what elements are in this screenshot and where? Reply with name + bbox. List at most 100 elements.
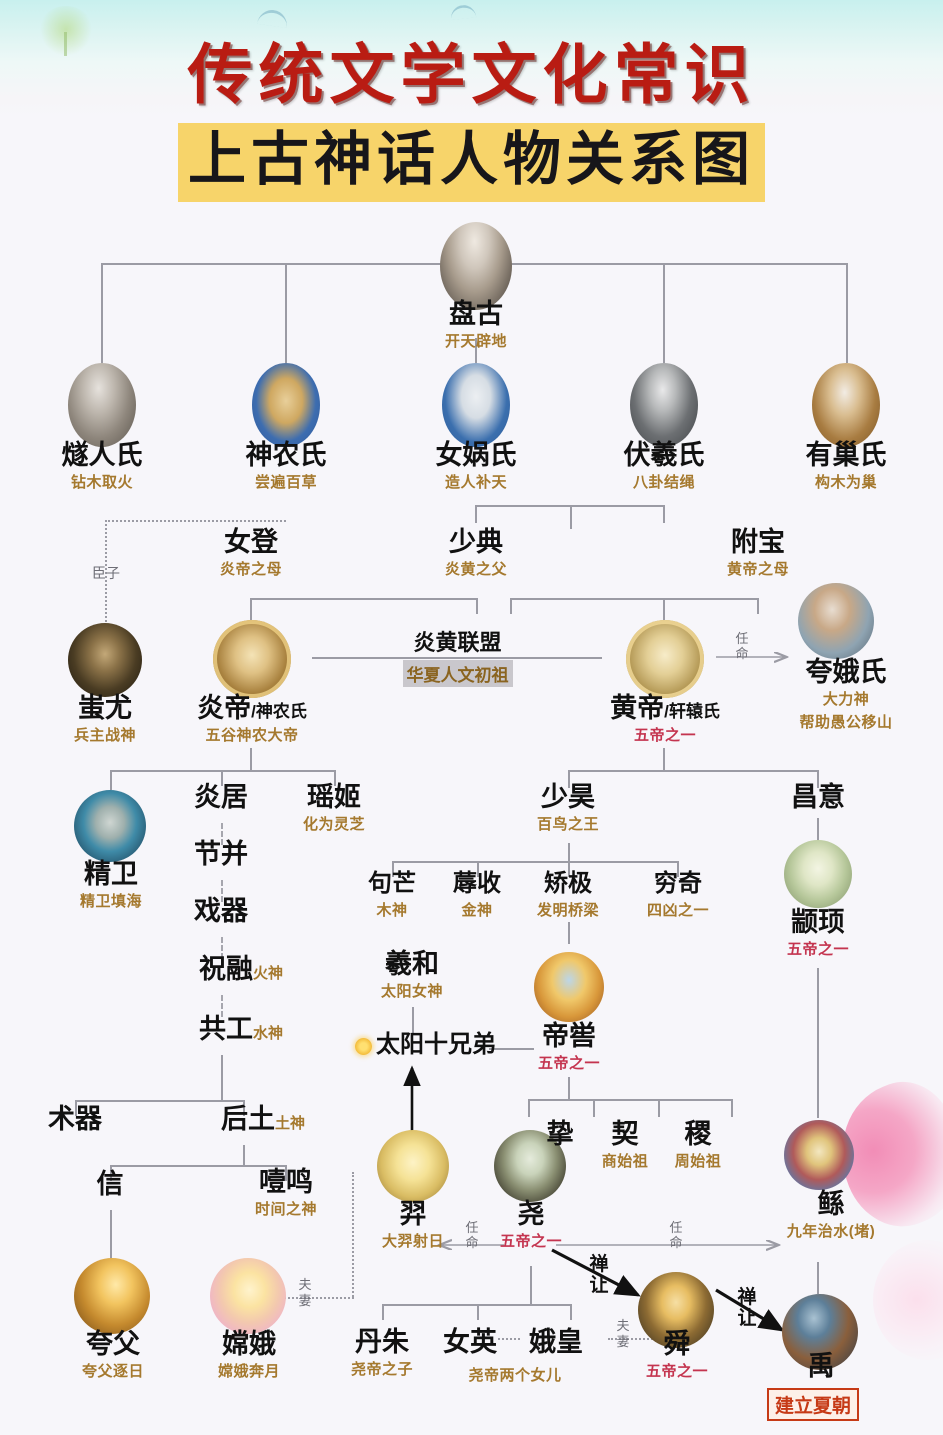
- node-fuxi[interactable]: 伏羲氏 八卦结绳: [593, 441, 735, 492]
- node-rushou[interactable]: 蓐收 金神: [425, 872, 529, 920]
- node-jiebing[interactable]: 节并: [151, 840, 291, 868]
- connector: [568, 1077, 570, 1099]
- connector: [570, 1304, 572, 1320]
- node-name: 帝喾: [542, 1021, 596, 1051]
- portrait-zhuanxu: [784, 840, 852, 908]
- connector: [285, 263, 287, 363]
- node-subtitle: 化为灵芝: [302, 816, 365, 834]
- connector: [475, 338, 477, 363]
- node-subtitle: 五帝之一: [633, 727, 696, 745]
- node-nuying[interactable]: 女英: [432, 1328, 508, 1356]
- node-pangu[interactable]: 盘古 开天辟地: [405, 300, 547, 351]
- node-ji[interactable]: 稷 周始祖: [666, 1120, 730, 1171]
- node-subtitle: 五帝之一: [786, 941, 849, 959]
- node-diku[interactable]: 帝喾 五帝之一: [498, 1022, 640, 1073]
- node-ten-suns[interactable]: 太阳十兄弟: [376, 1033, 496, 1058]
- node-zhurong[interactable]: 祝融火神: [151, 955, 331, 983]
- node-name: 女登: [224, 527, 278, 557]
- node-goumang[interactable]: 句芒 木神: [340, 872, 444, 920]
- node-change[interactable]: 嫦娥 嫦娥奔月: [178, 1330, 320, 1381]
- node-nudeng[interactable]: 女登 炎帝之母: [180, 528, 322, 579]
- node-yu[interactable]: 禹: [750, 1352, 892, 1380]
- edge-label-couple-change: 夫 妻: [298, 1277, 312, 1308]
- node-shuqi[interactable]: 术器: [5, 1105, 145, 1133]
- node-alias: /轩辕氏: [664, 702, 720, 721]
- node-yaoji[interactable]: 瑶姬 化为灵芝: [263, 783, 405, 834]
- page-title-sub-wrap: 上古神话人物关系图: [0, 110, 943, 202]
- node-subtitle: 四凶之一: [646, 901, 709, 919]
- node-kuae[interactable]: 夸娥氏 大力神 帮助愚公移山: [766, 658, 926, 732]
- node-name: 祝融: [198, 954, 253, 984]
- node-youchao[interactable]: 有巢氏 构木为巢: [775, 441, 917, 492]
- node-shaodian[interactable]: 少典 炎黄之父: [405, 528, 547, 579]
- connector: [243, 1145, 245, 1165]
- node-subtitle: 大力神: [822, 691, 870, 709]
- node-subtitle: 尧帝两个女儿: [468, 1367, 562, 1384]
- node-shun[interactable]: 舜 五帝之一: [606, 1330, 748, 1381]
- edge-label-appoint-gun: 任 命: [669, 1220, 683, 1250]
- node-yeming[interactable]: 噎鸣 时间之神: [215, 1168, 357, 1219]
- portrait-gun: [784, 1120, 854, 1190]
- portrait-fuxi: [630, 363, 698, 447]
- portrait-shennong: [252, 363, 320, 447]
- node-subtitle: 五帝之一: [645, 1363, 708, 1381]
- connector: [530, 1266, 532, 1304]
- edge-label-couple-shun: 夫 妻: [616, 1318, 630, 1349]
- node-yandi[interactable]: 炎帝/神农氏 五谷神农大帝: [182, 694, 322, 745]
- connector-dotted: [105, 520, 107, 630]
- node-xin[interactable]: 信: [40, 1170, 180, 1198]
- alliance-label-top: 炎黄联盟: [413, 630, 502, 655]
- node-name: 句芒: [368, 871, 416, 897]
- node-yao[interactable]: 尧 五帝之一: [460, 1200, 602, 1251]
- node-name: 蓐收: [453, 871, 501, 897]
- portrait-huangdi: [626, 620, 704, 698]
- portrait-suiren: [68, 363, 136, 447]
- connector: [101, 263, 103, 363]
- node-name: 女英: [443, 1327, 497, 1357]
- node-yi[interactable]: 羿 大羿射日: [342, 1200, 484, 1251]
- node-subtitle: 九年治水(堵): [786, 1223, 876, 1241]
- node-huangdi[interactable]: 黄帝/轩辕氏 五帝之一: [595, 694, 735, 745]
- node-shaohao[interactable]: 少昊 百鸟之王: [497, 783, 639, 834]
- node-shennong[interactable]: 神农氏 尝遍百草: [215, 441, 357, 492]
- node-name: 嫦娥: [222, 1329, 276, 1359]
- alliance-label: 炎黄联盟 华夏人文初祖: [365, 625, 550, 687]
- connector-dotted: [105, 520, 286, 522]
- node-houtu[interactable]: 后土土神: [173, 1105, 353, 1133]
- node-kuafu[interactable]: 夸父 夸父逐日: [42, 1330, 184, 1381]
- node-chiyou[interactable]: 蚩尤 兵主战神: [34, 694, 176, 745]
- node-zhuanxu[interactable]: 颛顼 五帝之一: [747, 908, 889, 959]
- node-fubao[interactable]: 附宝 黄帝之母: [687, 528, 829, 579]
- node-jingwei[interactable]: 精卫 精卫填海: [40, 860, 182, 911]
- node-xie[interactable]: 契 商始祖: [593, 1120, 657, 1171]
- node-changyi[interactable]: 昌意: [747, 783, 889, 811]
- node-xiqi[interactable]: 戏器: [151, 897, 291, 925]
- node-danzhu[interactable]: 丹朱 尧帝之子: [330, 1328, 434, 1379]
- node-name: 黄帝: [610, 693, 665, 723]
- node-subtitle: 五谷神农大帝: [205, 727, 299, 745]
- node-subtitle: 嫦娥奔月: [217, 1363, 280, 1381]
- portrait-kuafu: [74, 1258, 150, 1334]
- node-name: 娥皇: [529, 1327, 583, 1357]
- node-yanju[interactable]: 炎居: [151, 783, 291, 811]
- node-suiren[interactable]: 燧人氏 钻木取火: [31, 441, 173, 492]
- portrait-jingwei: [74, 790, 146, 862]
- node-gonggong[interactable]: 共工水神: [151, 1015, 331, 1043]
- node-jiaoji[interactable]: 矫极 发明桥梁: [512, 872, 624, 920]
- page-title-main: 传统文学文化常识: [187, 40, 756, 112]
- connector: [663, 748, 665, 770]
- node-xihe[interactable]: 羲和 太阳女神: [341, 950, 483, 1001]
- connector-dashed: [221, 880, 223, 902]
- node-ehuang[interactable]: 娥皇: [518, 1328, 594, 1356]
- node-subtitle: 构木为巢: [814, 474, 877, 492]
- node-subtitle: 大羿射日: [381, 1233, 444, 1251]
- edge-label-abdicate-yu: 禅 让: [737, 1287, 757, 1329]
- node-nuwa[interactable]: 女娲氏 造人补天: [405, 441, 547, 492]
- node-gun[interactable]: 鲧 九年治水(堵): [746, 1190, 916, 1241]
- node-zhi[interactable]: 挚: [528, 1120, 592, 1148]
- connector: [663, 598, 665, 620]
- node-qiongqi[interactable]: 穷奇 四凶之一: [622, 872, 734, 920]
- connector: [663, 263, 665, 363]
- node-subtitle: 五帝之一: [499, 1233, 562, 1251]
- connector-dotted: [608, 1338, 680, 1340]
